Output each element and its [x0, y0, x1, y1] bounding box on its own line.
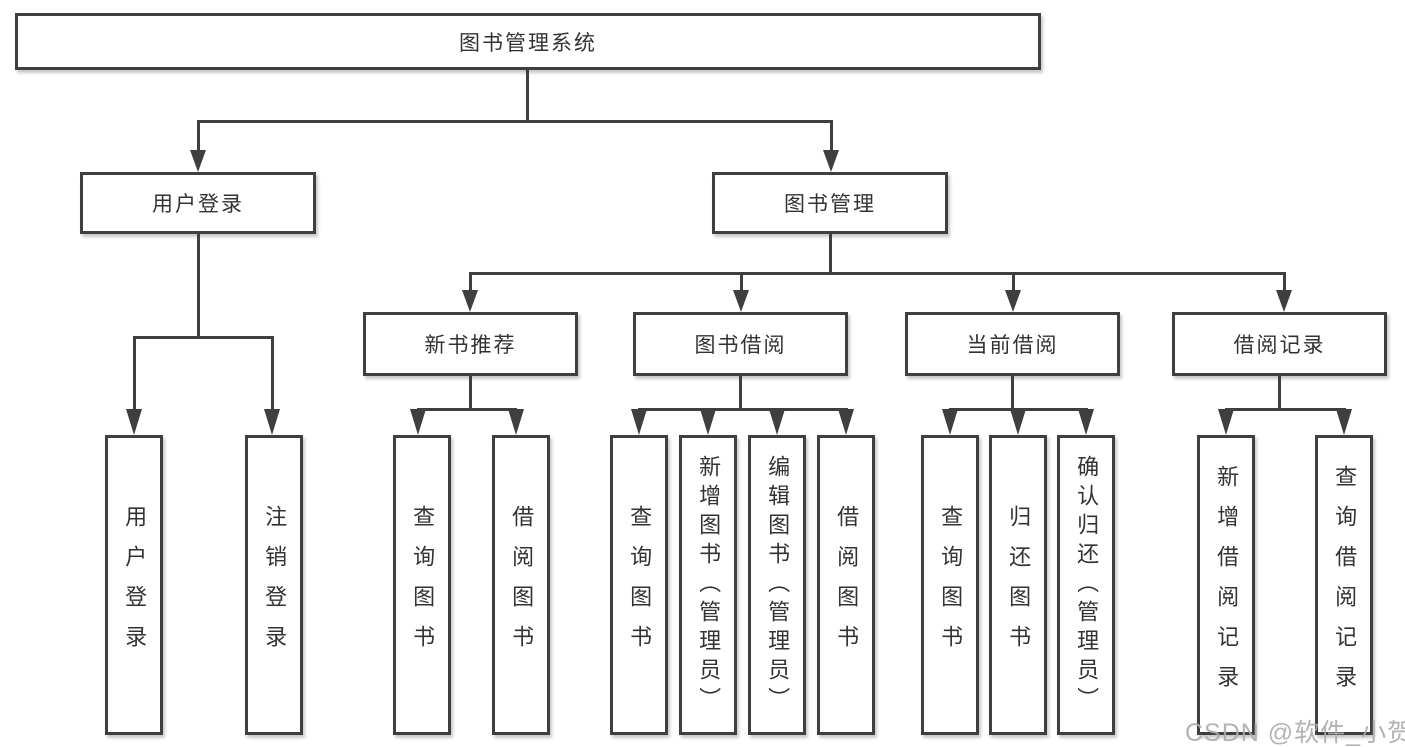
node-library-system: 图书管理系统: [15, 13, 1041, 70]
arrow-down-icon: [508, 409, 524, 435]
leaf-user-login: 用户登录: [105, 435, 163, 735]
connector-root-trunk: [526, 70, 529, 122]
leaf-query-books-current: 查询图书: [921, 435, 979, 735]
arrow-down-icon: [462, 290, 478, 312]
connector-split: [638, 408, 848, 411]
arrow-down-icon: [631, 409, 647, 435]
leaf-label: 归还图书: [1006, 505, 1032, 665]
leaf-borrow-books: 借阅图书: [817, 435, 875, 735]
connector-trunk: [1011, 376, 1014, 411]
connector-stem: [740, 272, 743, 292]
leaf-label: 新增图书（管理员）: [696, 454, 722, 716]
connector-book-mgmt-trunk: [829, 234, 832, 275]
leaf-query-borrow-record: 查询借阅记录: [1315, 435, 1373, 735]
node-book-borrowing: 图书借阅: [633, 312, 848, 376]
connector-stem: [1283, 272, 1286, 292]
arrow-down-icon: [733, 290, 749, 312]
leaf-label: 借阅图书: [509, 505, 535, 665]
connector-stem: [1012, 272, 1015, 292]
arrow-down-icon: [838, 409, 854, 435]
arrow-down-icon: [942, 409, 958, 435]
leaf-edit-book-admin: 编辑图书（管理员）: [748, 435, 806, 735]
connector-stem: [830, 120, 833, 152]
leaf-label: 注销登录: [262, 505, 288, 665]
leaf-query-books-borrowing: 查询图书: [610, 435, 668, 735]
node-current-borrowing: 当前借阅: [905, 312, 1120, 376]
connector-trunk: [739, 376, 742, 411]
watermark: CSDN @软件_小贺同学: [1185, 719, 1405, 747]
connector-stem: [197, 120, 200, 152]
leaf-return-books: 归还图书: [989, 435, 1047, 735]
leaf-label: 查询图书: [627, 505, 653, 665]
connector-user-login-split: [133, 336, 274, 339]
leaf-label: 查询图书: [938, 505, 964, 665]
arrow-down-icon: [410, 409, 426, 435]
arrow-down-icon: [264, 409, 280, 435]
arrow-down-icon: [769, 409, 785, 435]
leaf-logout: 注销登录: [245, 435, 303, 735]
node-new-book-recommend: 新书推荐: [363, 312, 578, 376]
leaf-confirm-return-admin: 确认归还（管理员）: [1057, 435, 1115, 735]
arrow-down-icon: [1078, 409, 1094, 435]
leaf-borrow-books-recommend: 借阅图书: [492, 435, 550, 735]
arrow-down-icon: [1010, 409, 1026, 435]
leaf-query-books-recommend: 查询图书: [393, 435, 451, 735]
leaf-label: 借阅图书: [834, 505, 860, 665]
arrow-down-icon: [1218, 409, 1234, 435]
leaf-label: 编辑图书（管理员）: [765, 454, 791, 716]
connector-stem: [469, 272, 472, 292]
leaf-label: 确认归还（管理员）: [1074, 454, 1100, 716]
connector-trunk: [1278, 376, 1281, 411]
leaf-add-borrow-record: 新增借阅记录: [1197, 435, 1255, 735]
leaf-label: 用户登录: [122, 505, 148, 665]
arrow-down-icon: [1276, 290, 1292, 312]
connector-user-login-trunk: [197, 234, 200, 338]
connector-split: [1225, 408, 1346, 411]
leaf-add-book-admin: 新增图书（管理员）: [679, 435, 737, 735]
node-borrowing-records: 借阅记录: [1172, 312, 1387, 376]
node-user-login: 用户登录: [80, 172, 316, 234]
leaf-label: 查询借阅记录: [1332, 465, 1358, 705]
arrow-down-icon: [700, 409, 716, 435]
node-book-management: 图书管理: [712, 172, 948, 234]
leaf-label: 查询图书: [410, 505, 436, 665]
connector-root-split: [197, 120, 833, 123]
connector-book-mgmt-split: [469, 272, 1286, 275]
arrow-down-icon: [1336, 409, 1352, 435]
connector-stem: [271, 336, 274, 411]
leaf-label: 新增借阅记录: [1214, 465, 1240, 705]
connector-split: [417, 408, 517, 411]
connector-stem: [133, 336, 136, 411]
connector-trunk: [469, 376, 472, 411]
arrow-down-icon: [126, 409, 142, 435]
arrow-down-icon: [823, 150, 839, 172]
arrow-down-icon: [1005, 290, 1021, 312]
arrow-down-icon: [190, 150, 206, 172]
